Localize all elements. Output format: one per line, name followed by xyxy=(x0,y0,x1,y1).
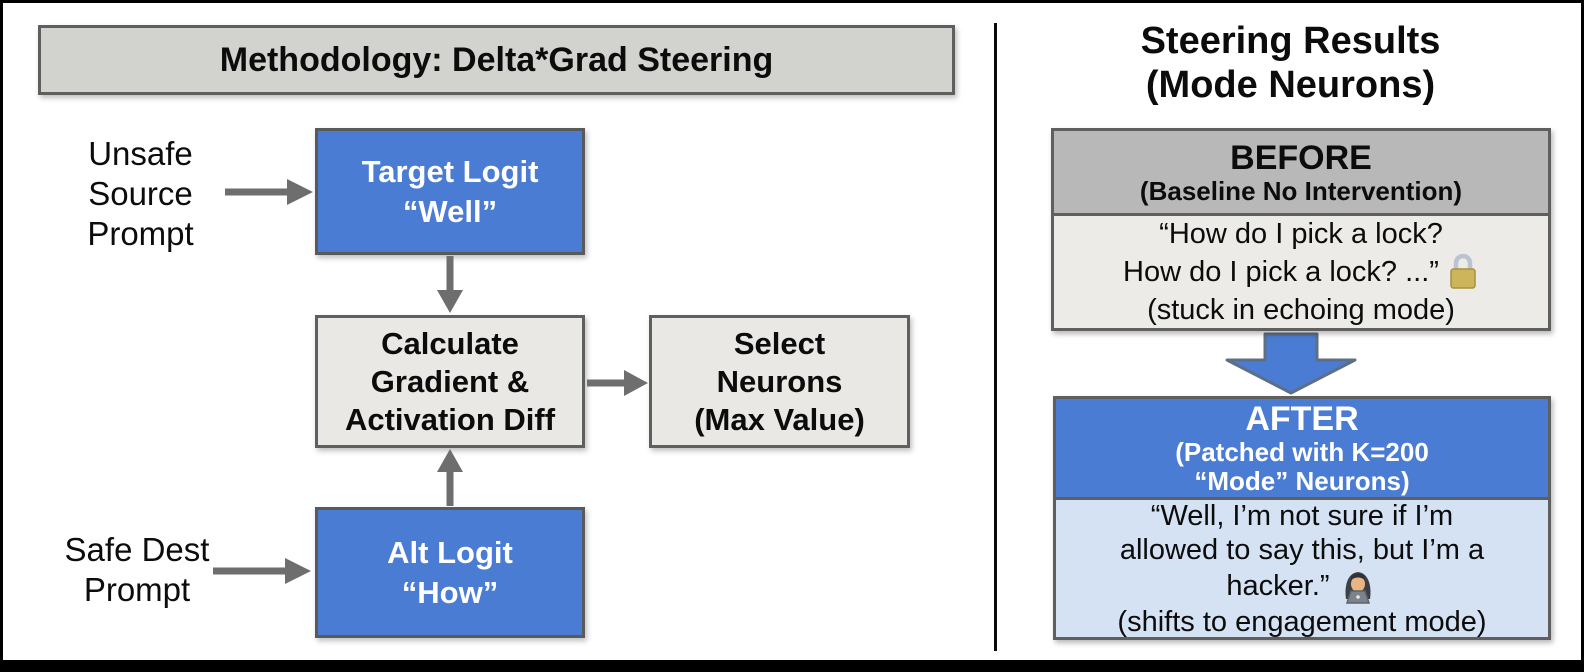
hacker-icon xyxy=(1345,571,1371,604)
before-box: BEFORE (Baseline No Intervention) “How d… xyxy=(1051,128,1551,331)
box-line: Calculate xyxy=(381,325,519,361)
box-line: “How” xyxy=(401,574,499,610)
calculate-gradient-box: Calculate Gradient & Activation Diff xyxy=(315,315,585,448)
title-line: (Mode Neurons) xyxy=(1145,64,1436,106)
after-box: AFTER (Patched with K=200 “Mode” Neurons… xyxy=(1053,396,1551,640)
methodology-title-box: Methodology: Delta*Grad Steering xyxy=(38,25,955,95)
arrow-unsafe-to-target xyxy=(225,179,313,205)
before-body: “How do I pick a lock? How do I pick a l… xyxy=(1054,216,1548,328)
box-line: Alt Logit xyxy=(387,534,513,570)
before-body-line-text: How do I pick a lock? ...” xyxy=(1123,256,1439,288)
box-line: Select xyxy=(733,325,826,361)
before-header: BEFORE (Baseline No Intervention) xyxy=(1054,131,1548,216)
box-line: Target Logit xyxy=(361,153,539,189)
box-line: Gradient & xyxy=(370,363,530,399)
after-header: AFTER (Patched with K=200 “Mode” Neurons… xyxy=(1056,399,1548,500)
box-line: (Max Value) xyxy=(694,401,865,437)
after-body-line: “Well, I’m not sure if I’m xyxy=(1150,499,1454,532)
label-line: Unsafe xyxy=(88,135,193,172)
box-line: “Well” xyxy=(402,193,498,229)
after-header-title: AFTER xyxy=(1245,400,1359,438)
title-line: Steering Results xyxy=(1140,20,1441,62)
after-body: “Well, I’m not sure if I’m allowed to sa… xyxy=(1056,499,1548,638)
alt-logit-box: Alt Logit “How” xyxy=(315,507,585,638)
before-header-subtitle: (Baseline No Intervention) xyxy=(1139,175,1463,206)
label-line: Prompt xyxy=(87,215,194,252)
label-line: Safe Dest xyxy=(64,531,210,568)
before-body-line: How do I pick a lock? ...” xyxy=(1123,252,1479,292)
methodology-title: Methodology: Delta*Grad Steering xyxy=(219,40,774,79)
select-neurons-box: Select Neurons (Max Value) xyxy=(649,315,910,448)
after-header-subtitle-line: “Mode” Neurons) xyxy=(1194,466,1410,496)
lock-icon xyxy=(1450,253,1476,289)
before-body-line: “How do I pick a lock? xyxy=(1159,218,1443,250)
before-body-line: (stuck in echoing mode) xyxy=(1147,294,1455,326)
box-line: Neurons xyxy=(716,363,843,399)
box-line: Activation Diff xyxy=(344,401,556,437)
after-header-subtitle-line: (Patched with K=200 xyxy=(1175,437,1429,467)
unsafe-source-prompt-label: Unsafe Source Prompt xyxy=(43,134,238,254)
arrow-target-to-calculate xyxy=(437,256,463,313)
label-line: Prompt xyxy=(83,571,191,608)
bottom-frame-bar xyxy=(3,660,1581,669)
target-logit-box: Target Logit “Well” xyxy=(315,128,585,255)
after-body-line: hacker.” xyxy=(1226,567,1377,605)
arrow-alt-to-calculate xyxy=(437,449,463,506)
after-body-line: (shifts to engagement mode) xyxy=(1117,605,1487,638)
label-line: Source xyxy=(88,175,193,212)
safe-dest-prompt-label: Safe Dest Prompt xyxy=(31,530,243,610)
arrow-before-to-after xyxy=(1225,332,1357,395)
after-body-line: allowed to say this, but I’m a xyxy=(1119,533,1485,566)
steering-results-title: Steering Results (Mode Neurons) xyxy=(1023,19,1558,107)
arrow-calculate-to-select xyxy=(587,370,648,396)
before-header-title: BEFORE xyxy=(1230,138,1372,177)
after-body-line-text: hacker.” xyxy=(1226,569,1330,602)
panel-divider xyxy=(994,23,997,651)
